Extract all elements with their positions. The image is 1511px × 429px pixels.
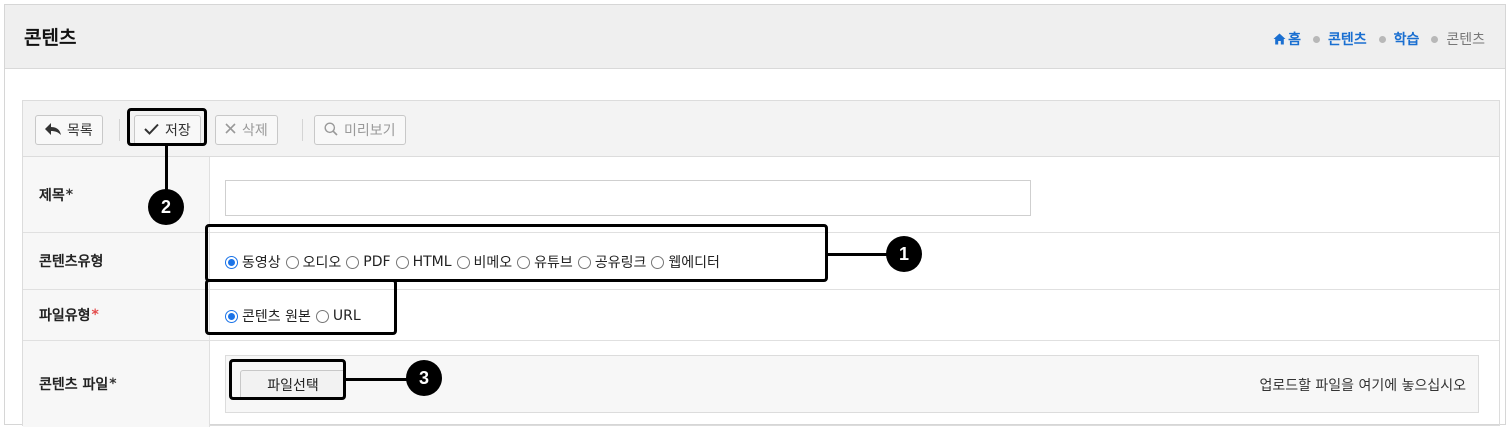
required-mark: * [109,376,117,392]
radio-icon[interactable] [517,255,531,269]
breadcrumb-learning[interactable]: 학습 [1393,32,1420,48]
radio-icon[interactable] [651,255,665,269]
title-input[interactable] [225,180,1031,216]
list-button-label: 목록 [67,123,93,139]
breadcrumb-separator-icon [1312,35,1320,43]
content-type-option-shared-link[interactable]: 공유링크 [577,252,647,272]
toolbar-divider [302,119,303,141]
content-type-option-pdf[interactable]: PDF [346,254,391,270]
content-type-option-video[interactable]: 동영상 [225,252,281,272]
radio-icon[interactable] [315,309,329,323]
required-mark: * [91,307,99,323]
breadcrumb-separator-icon [1378,35,1386,43]
content-type-option-label: 오디오 [302,255,342,271]
breadcrumb-current: 콘텐츠 [1446,32,1485,48]
check-icon [144,123,159,138]
content-type-option-label: 공유링크 [594,255,647,271]
back-arrow-icon [45,122,61,138]
content-type-option-youtube[interactable]: 유튜브 [517,252,573,272]
annotation-callout-2: 2 [148,189,184,225]
toolbar: 목록 저장 삭제 미리보기 [23,101,1499,157]
save-button-label: 저장 [165,123,191,139]
list-button[interactable]: 목록 [35,115,103,145]
radio-icon[interactable] [577,255,591,269]
form-row-content-type: 콘텐츠유형 동영상 오디오 PDF HTML 비메오 유튜브 공유링크 웹에디터 [23,233,1499,290]
page-header: 콘텐츠 홈 콘텐츠 학습 콘텐츠 [5,5,1505,69]
form-row-content-file: 콘텐츠 파일* 파일선택 업로드할 파일을 여기에 놓으십시오 [23,341,1499,427]
form-value-content-file: 파일선택 업로드할 파일을 여기에 놓으십시오 [211,341,1499,427]
field-label-file-type: 파일유형* [23,290,210,340]
content-type-option-label: 유튜브 [534,255,573,271]
breadcrumb-home-label: 홈 [1288,32,1301,48]
delete-button-label: 삭제 [242,123,268,139]
field-label-file-type-text: 파일유형 [39,308,91,324]
close-icon [225,123,236,137]
content-type-option-audio[interactable]: 오디오 [285,252,342,272]
field-label-title: 제목* [23,157,210,232]
preview-button[interactable]: 미리보기 [314,115,406,145]
form-row-file-type: 파일유형* 콘텐츠 원본 URL [23,290,1499,341]
content-type-option-label: HTML [412,254,452,270]
file-type-radio-group: 콘텐츠 원본 URL [225,306,366,326]
toolbar-divider [119,119,120,141]
field-label-content-file: 콘텐츠 파일* [23,341,210,427]
page-frame: 콘텐츠 홈 콘텐츠 학습 콘텐츠 목록 [4,4,1506,427]
delete-button[interactable]: 삭제 [215,115,278,145]
annotation-connector [346,378,408,381]
file-select-button[interactable]: 파일선택 [240,370,346,400]
form-value-file-type: 콘텐츠 원본 URL [211,290,1499,340]
page-title: 콘텐츠 [24,27,77,49]
breadcrumb-home[interactable]: 홈 [1273,29,1301,49]
content-type-option-label: 동영상 [242,255,281,271]
radio-icon[interactable] [395,255,409,269]
form-value-content-type: 동영상 오디오 PDF HTML 비메오 유튜브 공유링크 웹에디터 [211,233,1499,289]
content-type-option-label: PDF [363,254,391,270]
radio-icon[interactable] [346,255,360,269]
breadcrumb-separator-icon [1431,35,1439,43]
file-type-option-label: URL [332,308,361,324]
form-row-title: 제목* [23,157,1499,233]
save-button[interactable]: 저장 [134,115,201,145]
content-type-option-web-editor[interactable]: 웹에디터 [651,252,720,272]
content-type-option-html[interactable]: HTML [395,254,452,270]
annotation-callout-1: 1 [886,236,922,272]
content-type-radio-group: 동영상 오디오 PDF HTML 비메오 유튜브 공유링크 웹에디터 [225,252,725,272]
form-value-title [211,157,1499,232]
content-type-option-label: 웹에디터 [668,255,720,271]
breadcrumb: 홈 콘텐츠 학습 콘텐츠 [1273,29,1485,49]
file-type-option-original[interactable]: 콘텐츠 원본 [225,306,311,326]
search-icon [324,122,338,139]
annotation-connector [828,253,888,256]
field-label-content-file-text: 콘텐츠 파일 [39,377,109,393]
breadcrumb-content[interactable]: 콘텐츠 [1327,32,1367,48]
required-mark: * [65,186,74,203]
home-icon [1273,33,1286,45]
preview-button-label: 미리보기 [344,123,396,139]
radio-icon[interactable] [285,255,299,269]
radio-icon[interactable] [456,255,470,269]
content-form-panel: 목록 저장 삭제 미리보기 [22,100,1500,427]
radio-checked-icon[interactable] [225,309,238,323]
content-type-option-vimeo[interactable]: 비메오 [456,252,513,272]
field-label-title-text: 제목 [39,187,65,204]
file-type-option-url[interactable]: URL [315,308,361,324]
file-type-option-label: 콘텐츠 원본 [242,309,311,325]
radio-checked-icon[interactable] [225,255,238,269]
content-type-option-label: 비메오 [473,255,513,271]
annotation-callout-3: 3 [406,360,442,396]
annotation-connector [165,146,168,191]
field-label-content-type: 콘텐츠유형 [23,233,210,289]
dropzone-hint: 업로드할 파일을 여기에 놓으십시오 [1259,378,1466,394]
